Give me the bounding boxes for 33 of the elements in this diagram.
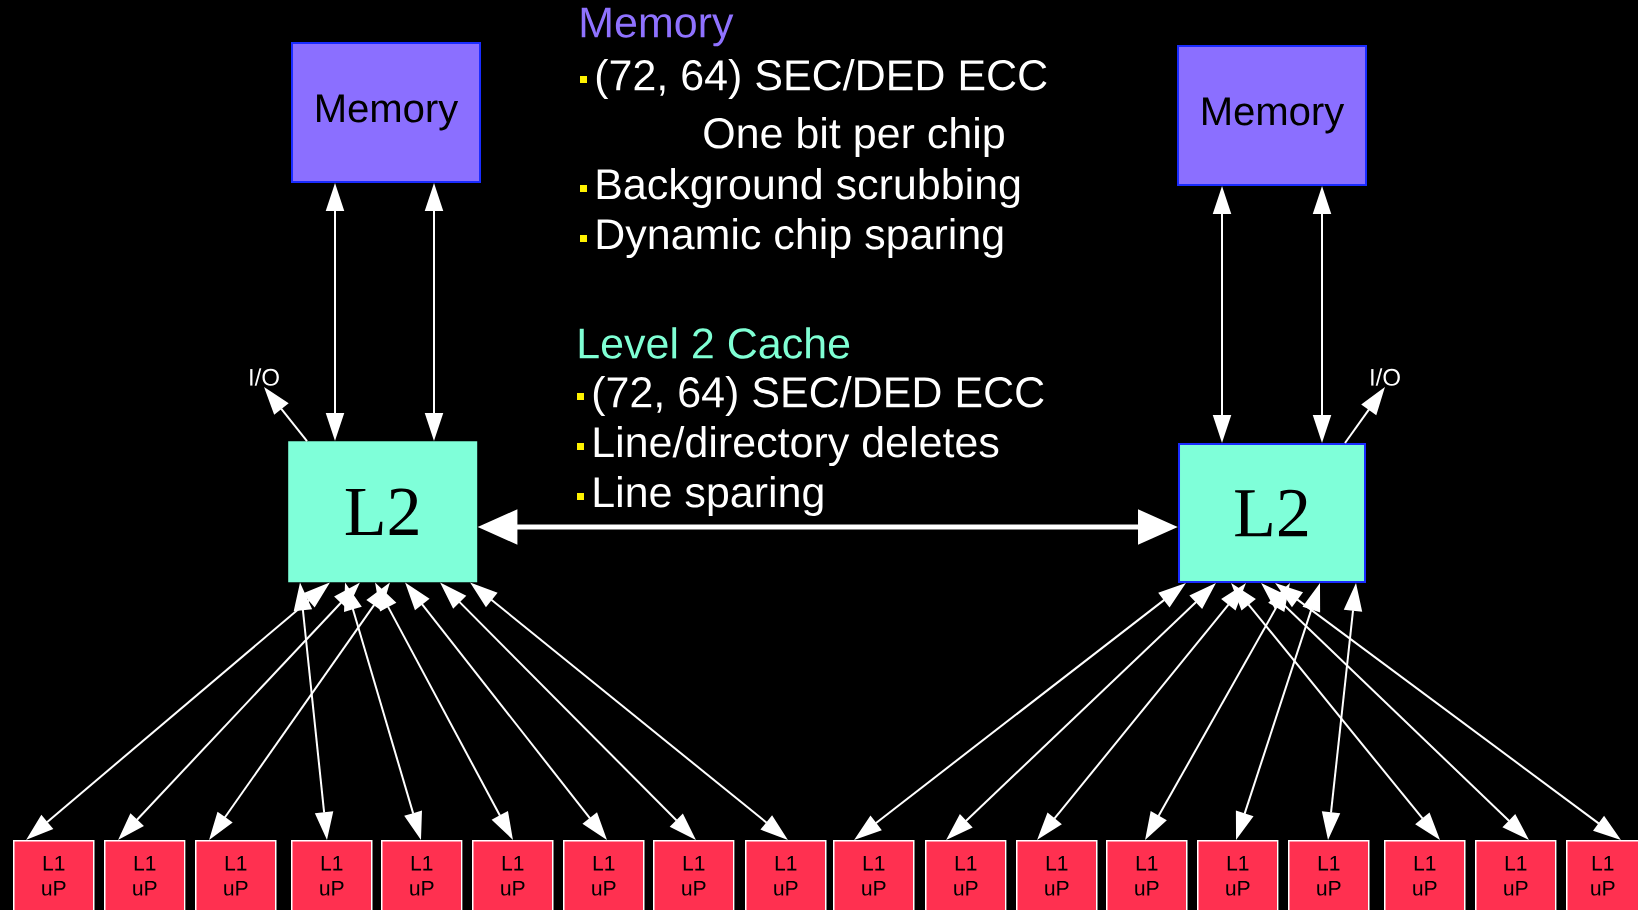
cache-box: L2 [288, 441, 478, 583]
bullet-item: Dynamic chip sparing [580, 217, 1003, 259]
processor-box: L1 uP [13, 840, 95, 910]
memory-box: Memory [1177, 45, 1367, 186]
processor-box: L1 uP [1197, 840, 1279, 910]
bullet-item: Line sparing [577, 475, 823, 517]
processor-box: L1 uP [745, 840, 827, 910]
processor-box: L1 uP [1288, 840, 1370, 910]
bullet-item: Line/directory deletes [577, 425, 999, 467]
cache-box: L2 [1178, 443, 1366, 583]
processor-box: L1 uP [1384, 840, 1466, 910]
processor-box: L1 uP [1566, 840, 1638, 910]
processor-box: L1 uP [925, 840, 1007, 910]
processor-box: L1 uP [563, 840, 645, 910]
bullet-item: (72, 64) SEC/DED ECC [577, 375, 1044, 417]
processor-box: L1 uP [833, 840, 915, 910]
processor-box: L1 uP [472, 840, 554, 910]
note-text: One bit per chip [704, 116, 1004, 158]
processor-box: L1 uP [653, 840, 735, 910]
io-label: I/O [250, 368, 279, 386]
bullet-item: (72, 64) SEC/DED ECC [580, 58, 1047, 100]
section-heading: Level 2 Cache [579, 327, 850, 359]
processor-box: L1 uP [1106, 840, 1188, 910]
processor-box: L1 uP [1016, 840, 1098, 910]
io-label: I/O [1371, 368, 1400, 386]
processor-box: L1 uP [291, 840, 373, 910]
processor-box: L1 uP [381, 840, 463, 910]
section-heading: Memory [581, 7, 734, 47]
memory-box: Memory [291, 42, 481, 183]
bullet-item: Background scrubbing [580, 167, 1020, 209]
processor-box: L1 uP [1475, 840, 1557, 910]
processor-box: L1 uP [104, 840, 186, 910]
processor-box: L1 uP [195, 840, 277, 910]
